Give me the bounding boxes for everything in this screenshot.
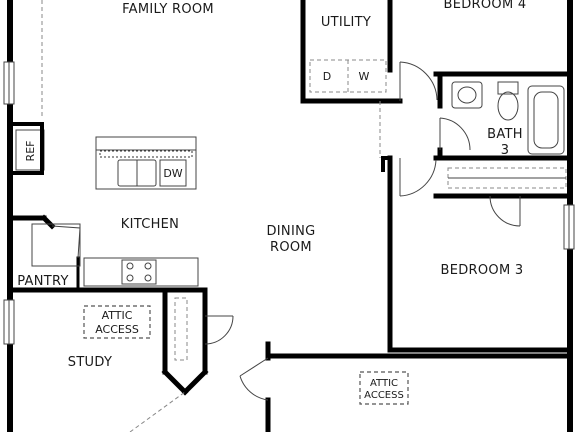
bedroom-3-walls bbox=[381, 155, 573, 353]
dryer-label: D bbox=[323, 70, 331, 83]
study-label: STUDY bbox=[68, 355, 112, 370]
attic-access-bedroom-line2: ACCESS bbox=[364, 390, 404, 401]
washer-label: W bbox=[359, 70, 370, 83]
dashed-lines bbox=[41, 0, 381, 158]
dw-label: DW bbox=[163, 167, 182, 180]
bedroom-4-label: BEDROOM 4 bbox=[444, 0, 527, 12]
family-room-label: FAMILY ROOM bbox=[122, 2, 214, 17]
doors bbox=[129, 61, 521, 432]
kitchen-area bbox=[10, 122, 199, 287]
pantry-label: PANTRY bbox=[17, 274, 69, 289]
attic-access-study-line2: ACCESS bbox=[95, 323, 139, 336]
lower-bedroom-walls bbox=[265, 341, 573, 432]
attic-access-study-line1: ATTIC bbox=[102, 309, 133, 322]
dining-label-line2: ROOM bbox=[270, 240, 312, 255]
dining-label-line1: DINING bbox=[266, 224, 315, 239]
bath-3-label-line2: 3 bbox=[501, 143, 510, 158]
bedroom-3-label: BEDROOM 3 bbox=[441, 263, 524, 278]
pantry-walls bbox=[9, 214, 208, 293]
kitchen-label: KITCHEN bbox=[121, 217, 179, 232]
attic-access-hatch-bedroom bbox=[359, 371, 409, 405]
attic-access-bedroom-line1: ATTIC bbox=[370, 378, 398, 389]
bath-3-label-line1: BATH bbox=[487, 127, 523, 142]
bath-walls bbox=[387, 59, 573, 161]
ref-label: REF bbox=[24, 141, 37, 162]
utility-room bbox=[300, 0, 403, 104]
study-walls bbox=[161, 287, 233, 396]
utility-label: UTILITY bbox=[321, 15, 371, 30]
windows bbox=[3, 61, 575, 345]
